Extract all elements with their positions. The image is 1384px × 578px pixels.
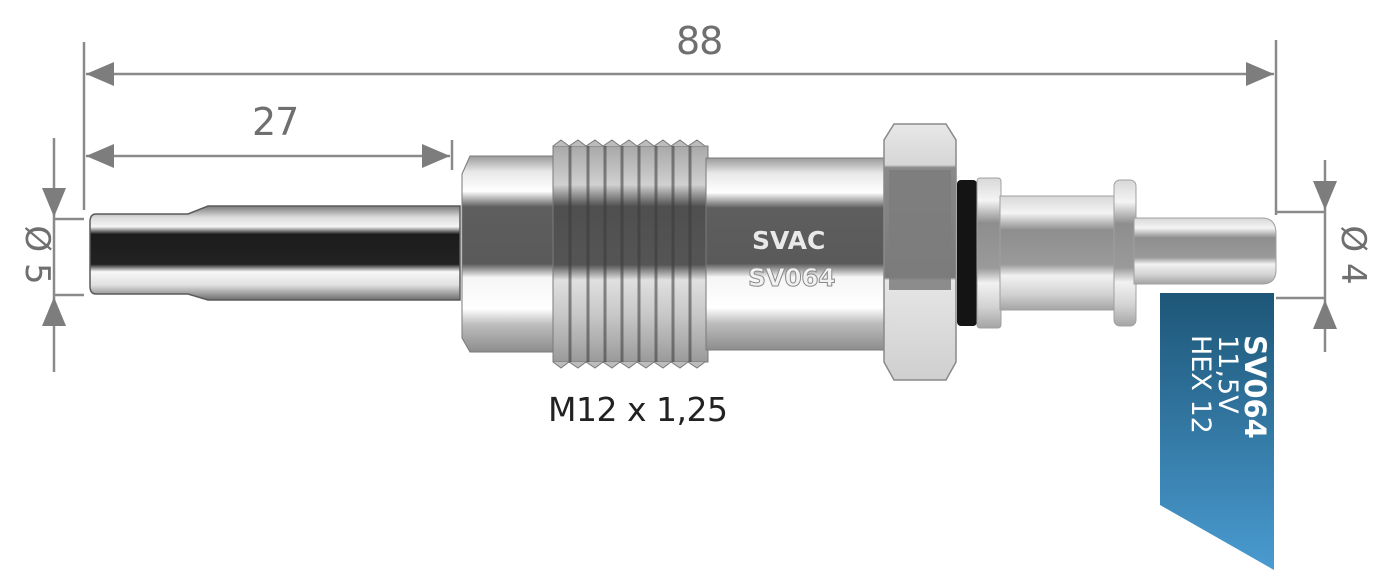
tag-hex-size: HEX 12 [1185,335,1216,434]
body-mid [705,157,887,351]
tag-voltage: 11,5V [1212,335,1243,414]
thread-spec-label: M12 x 1,25 [548,390,728,429]
overall-length-label: 88 [676,19,723,63]
tag-part-number: SV064 [1238,335,1272,439]
spec-tag [1160,293,1274,570]
engraved-brand: SVAC [752,226,826,255]
tip-diameter-label: Ø 5 [17,225,57,285]
dimension-lines [52,40,1327,372]
thread-section [552,139,709,369]
terminal [976,177,1277,329]
hex-nut [883,123,957,381]
body-shank [461,155,561,353]
arrowheads [42,62,1337,329]
heating-tip [89,205,461,301]
spec-tag-text: SV064 11,5V HEX 12 [1168,335,1272,545]
tip-length-label: 27 [252,100,299,144]
engraved-part-number: SV064 [747,263,836,293]
terminal-diameter-label: Ø 4 [1333,225,1373,285]
seal-ring [957,180,977,326]
